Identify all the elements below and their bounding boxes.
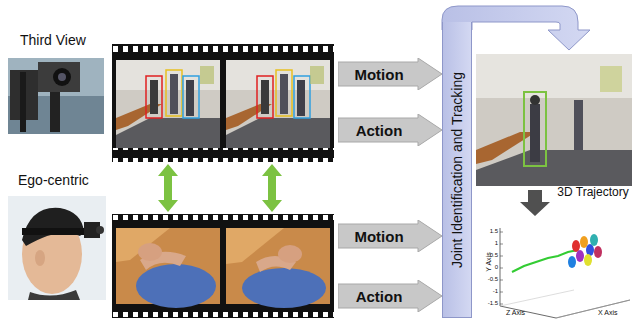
down-arrow bbox=[520, 190, 550, 216]
step-label: Action bbox=[356, 288, 403, 305]
step-arrow: Motion bbox=[338, 220, 442, 252]
trajectory-label: 3D Trajectory bbox=[553, 186, 633, 200]
tick-label: 0.5 bbox=[484, 252, 498, 259]
step-arrow: Action bbox=[338, 280, 442, 312]
tick-label: 0 bbox=[484, 264, 498, 271]
step-label: Motion bbox=[354, 228, 403, 245]
tick-label: -1.5 bbox=[484, 300, 498, 307]
film-strip bbox=[112, 214, 334, 318]
view-label: Ego-centric bbox=[18, 172, 89, 188]
tick-label: 1.5 bbox=[484, 228, 498, 235]
tick-label: -0.5 bbox=[484, 276, 498, 283]
camera-photo bbox=[8, 58, 104, 134]
axis-label: Z Axis bbox=[506, 309, 525, 317]
step-arrow: Motion bbox=[338, 58, 442, 90]
tick-label: -1 bbox=[484, 288, 498, 295]
step-arrow: Action bbox=[338, 114, 442, 146]
step-label: Motion bbox=[354, 66, 403, 83]
head-photo bbox=[8, 196, 106, 300]
axis-label: X Axis bbox=[598, 309, 617, 317]
film-strip bbox=[112, 44, 334, 162]
band-label: Joint Identification and Tracking bbox=[449, 71, 465, 267]
tick-label: 1 bbox=[484, 240, 498, 247]
joint-band: Joint Identification and Tracking bbox=[442, 22, 472, 318]
step-label: Action bbox=[356, 122, 403, 139]
result-photo bbox=[476, 54, 632, 186]
sync-arrow bbox=[158, 164, 282, 212]
trajectory-plot bbox=[478, 218, 632, 322]
view-label: Third View bbox=[20, 32, 86, 48]
